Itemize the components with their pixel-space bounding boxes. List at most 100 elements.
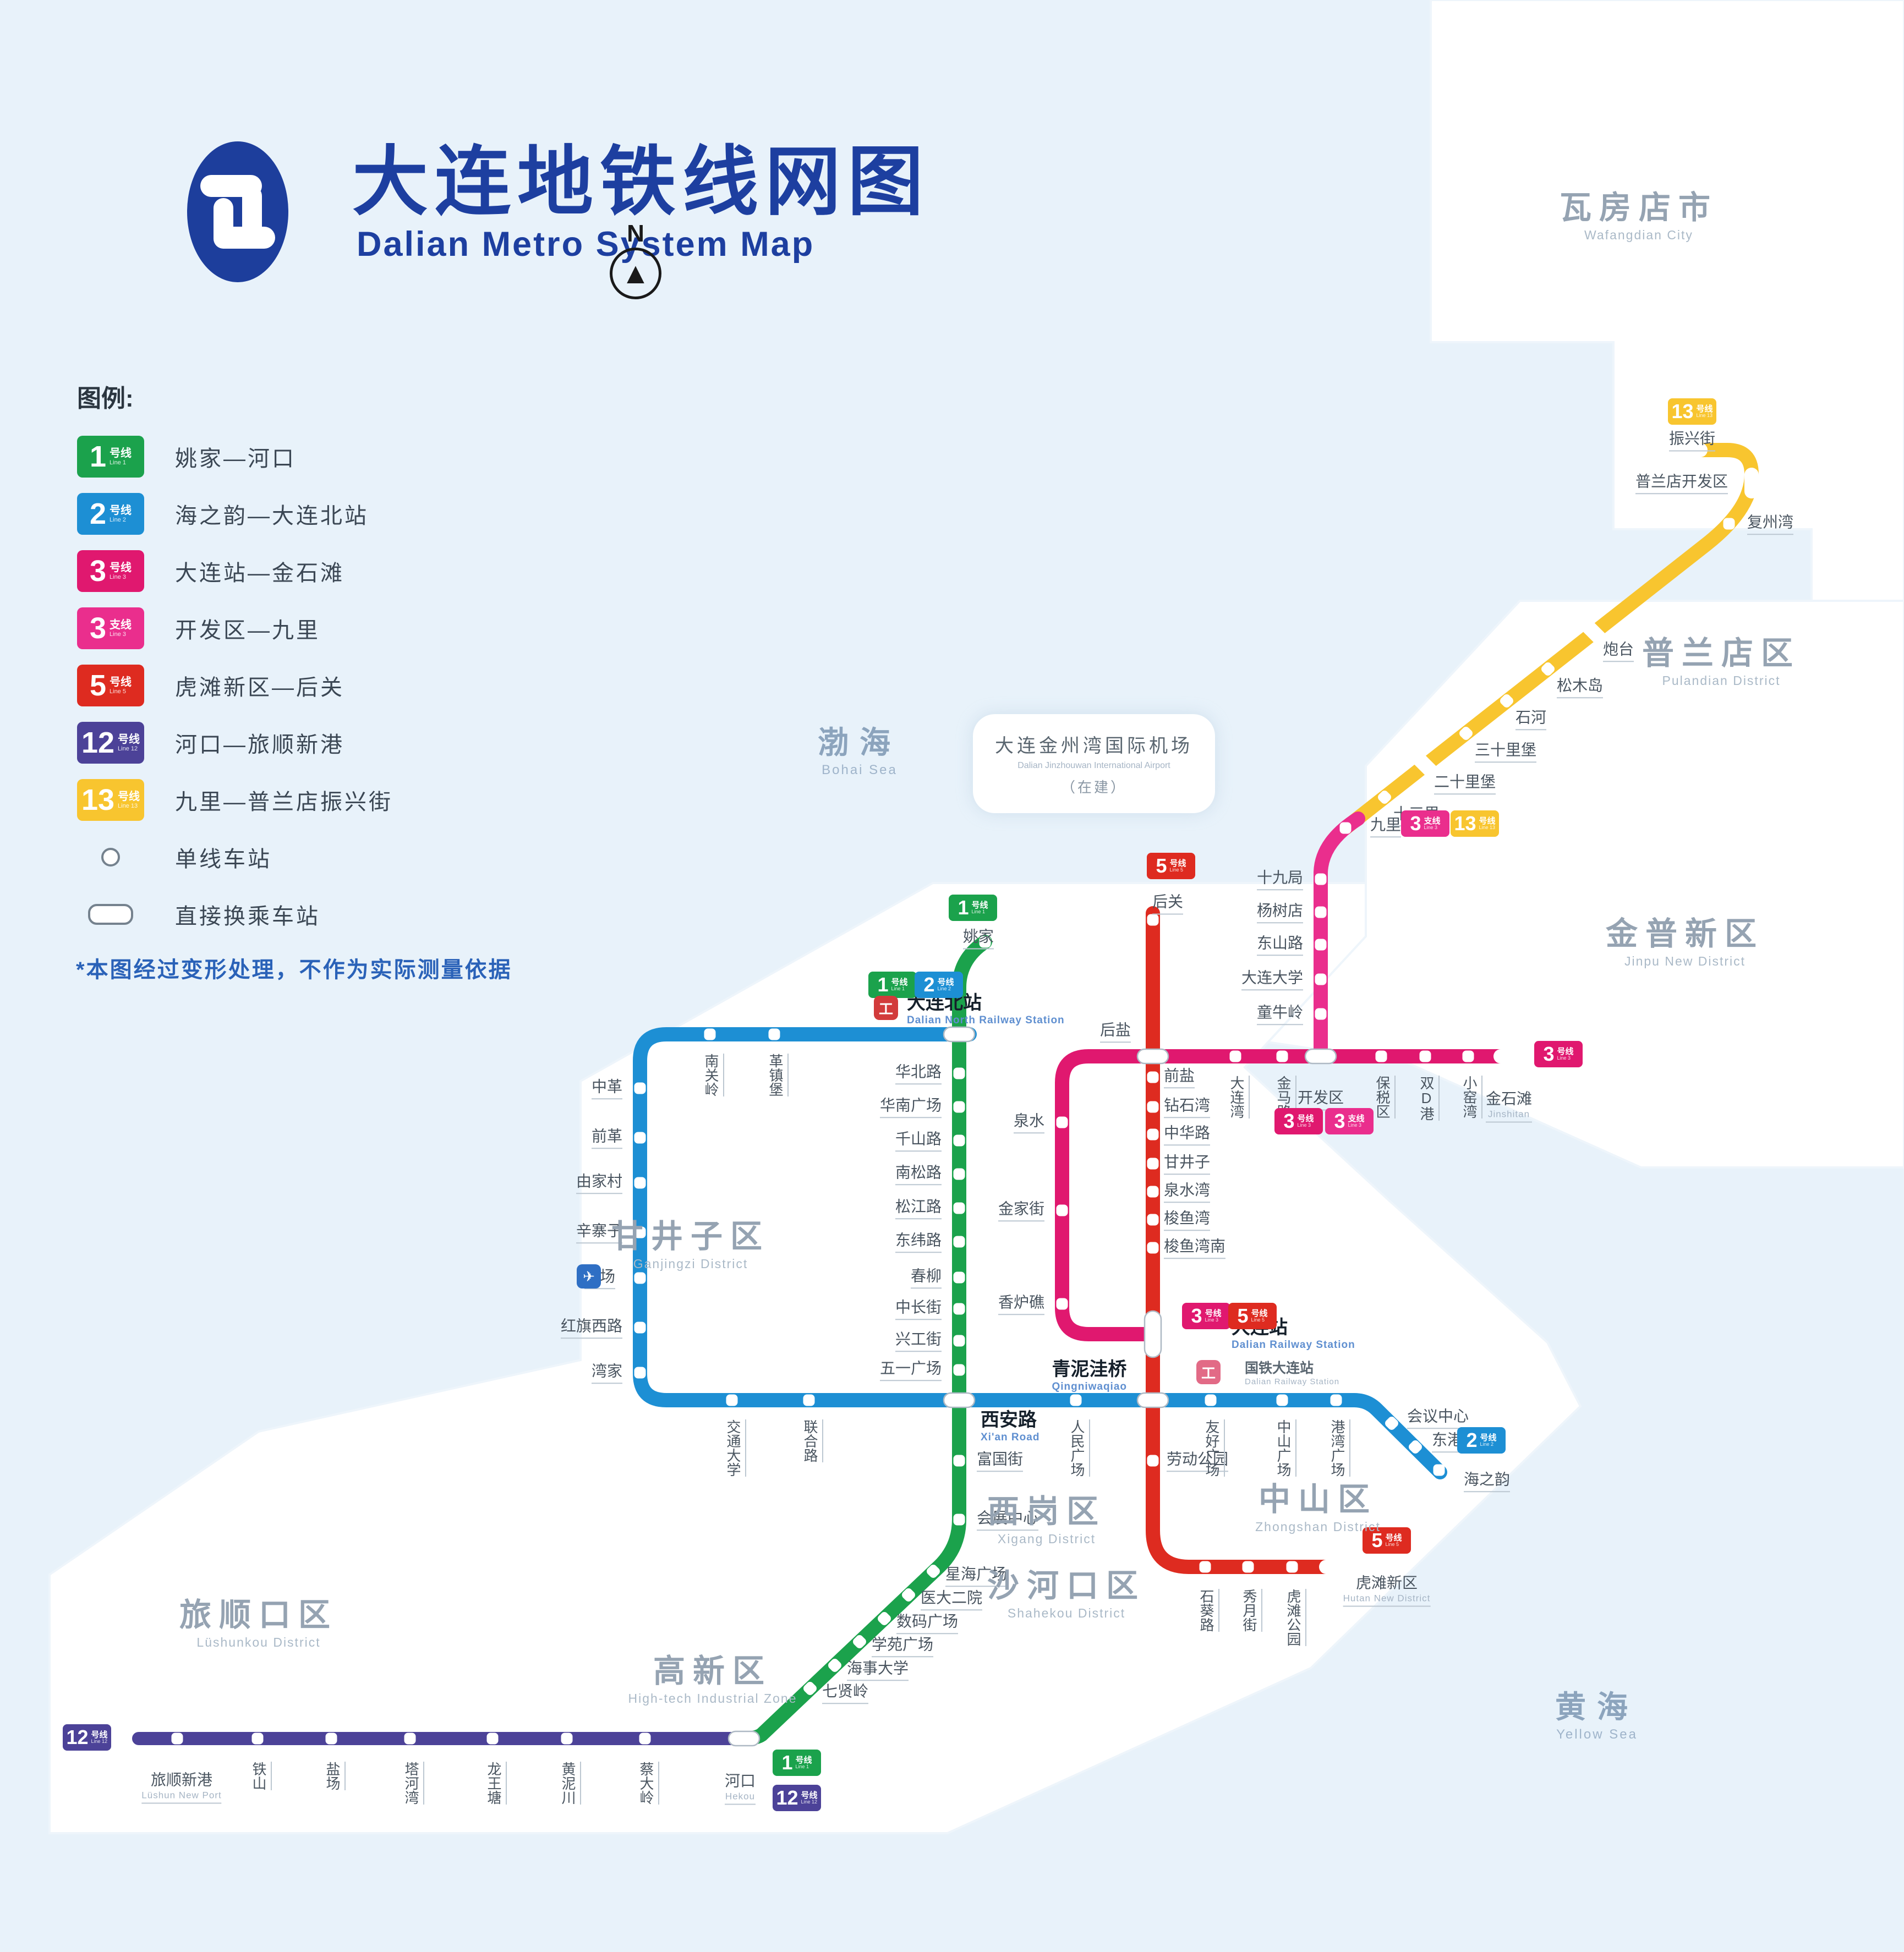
station-marker [853, 1635, 866, 1648]
station-label: 友好广场 [1202, 1419, 1225, 1477]
transfer-station-marker [1744, 468, 1759, 498]
station-marker [1462, 1050, 1474, 1062]
single-station-icon [101, 848, 120, 867]
station-label: 学苑广场 [872, 1632, 934, 1658]
transfer-station-marker [727, 1730, 760, 1747]
line-badge-text: 号线 [971, 901, 988, 910]
line-badge-number: 12 [776, 1786, 798, 1809]
station-marker [1147, 1214, 1159, 1226]
station-marker [953, 1514, 965, 1526]
station-marker [1541, 662, 1555, 676]
station-marker [953, 1303, 965, 1315]
land-area [1430, 0, 1904, 683]
station-marker [1147, 1158, 1159, 1170]
station-marker [1315, 906, 1327, 918]
station-label: 二十里堡 [1434, 770, 1496, 795]
station-label: 华南广场 [879, 1093, 942, 1118]
station-label: 医大二院 [921, 1586, 983, 1611]
station-label-en: Dalian North Railway Station [907, 1014, 1065, 1026]
district-label-en: Bohai Sea [822, 763, 898, 777]
station-marker [634, 1272, 646, 1284]
transfer-station-marker [1677, 443, 1708, 457]
station-label: 钻石湾 [1164, 1093, 1211, 1118]
station-label: 姚家 [962, 925, 994, 950]
station-label: 南关岭 [701, 1054, 724, 1096]
station-label: 秀月街 [1239, 1589, 1262, 1632]
station-label: 保税区 [1372, 1076, 1396, 1118]
airport-callout-text: Dalian Jinzhouwan International Airport [1017, 761, 1170, 770]
station-marker [1147, 1455, 1159, 1467]
station-label: 复州湾 [1747, 510, 1794, 535]
station-marker [953, 1101, 965, 1113]
line-badge-text: Line 13 [1479, 825, 1496, 830]
station-marker [1433, 1464, 1445, 1476]
line-badge-text: Line 5 [1169, 867, 1184, 873]
station-label: 石葵路 [1196, 1589, 1219, 1632]
station-marker [634, 1082, 646, 1094]
station-label: 前革 [591, 1124, 622, 1149]
station-label: 五一广场 [879, 1356, 942, 1381]
station-marker [953, 1236, 965, 1248]
station-marker [803, 1394, 815, 1406]
line-badge-text: 号线 [1169, 859, 1186, 868]
line-badge-number: 3 [1283, 1110, 1295, 1132]
station-marker [828, 1659, 841, 1672]
station-marker [1147, 1186, 1159, 1198]
transfer-station-marker [1581, 619, 1607, 646]
station-label: 泉水 [1013, 1109, 1044, 1134]
station-marker [171, 1732, 183, 1745]
station-marker [639, 1732, 651, 1745]
station-marker [1147, 914, 1159, 926]
station-marker [1056, 1298, 1068, 1310]
station-marker [1147, 1101, 1159, 1113]
station-marker [634, 1132, 646, 1144]
transfer-station-marker [1304, 1048, 1337, 1065]
line-badge-text: 号线 [1205, 1309, 1222, 1318]
railway-icon: 工 [1196, 1360, 1221, 1384]
station-label: 开发区 [1297, 1086, 1344, 1111]
station-label: 香炉礁 [998, 1290, 1044, 1315]
station-marker [979, 936, 991, 948]
station-label: 海之韵 [1464, 1467, 1511, 1493]
station-label: 三十里堡 [1475, 738, 1537, 763]
station-label-en: Qingniwaqiao [1052, 1380, 1127, 1392]
line-badge-text: Line 3 [1557, 1055, 1571, 1061]
station-label: 富国街 [977, 1447, 1024, 1472]
station-label: 松木岛 [1557, 673, 1604, 699]
line-badge-text: Line 3 [1348, 1122, 1362, 1128]
transfer-station-marker [1412, 752, 1438, 778]
line-badge-number: 3 [1334, 1110, 1345, 1132]
station-marker [1385, 1417, 1398, 1430]
station-marker [953, 1202, 965, 1214]
line-badge-text: Line 2 [1480, 1441, 1494, 1447]
station-marker [1056, 1204, 1068, 1216]
dalian-metro-logo-icon [187, 141, 288, 282]
station-marker [1147, 1071, 1159, 1083]
line-badge-text: Line 13 [1696, 413, 1713, 418]
station-label-en: Jinshitan [1487, 1109, 1530, 1120]
line-badge-text: Line 1 [891, 986, 905, 991]
line-badge-text: Line 3 [1424, 825, 1438, 830]
station-label: 后关 [1152, 890, 1184, 915]
metro-line-l2 [633, 1027, 1447, 1479]
station-label: 梭鱼湾 [1164, 1206, 1211, 1231]
